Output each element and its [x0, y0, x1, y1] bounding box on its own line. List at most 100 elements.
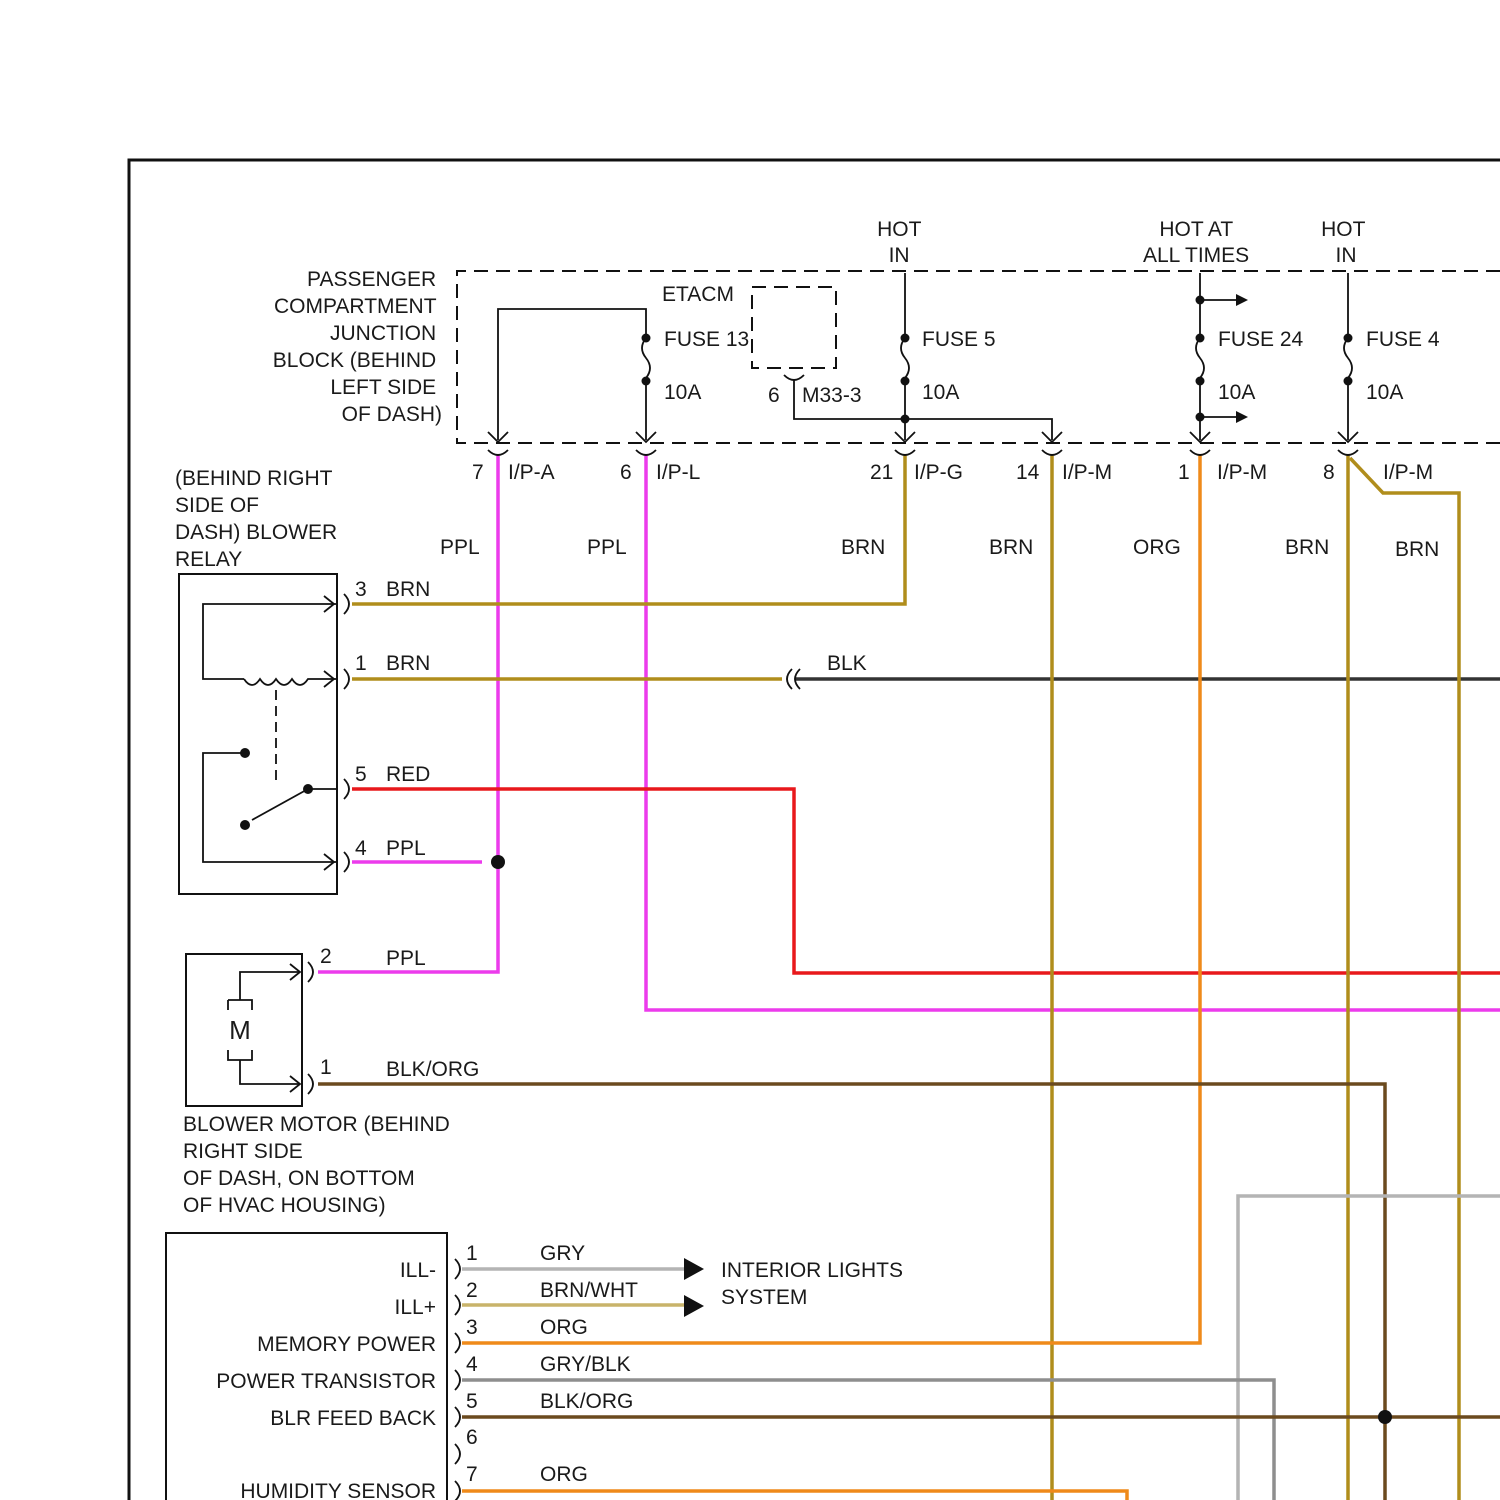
jb-label-2: COMPARTMENT — [274, 295, 437, 318]
ground-wire-label: BLK — [827, 652, 867, 675]
module-pin-5-name: BLR FEED BACK — [270, 1407, 436, 1430]
wire-label-brn-3: BRN — [1285, 536, 1329, 559]
wire-label-brn-2: BRN — [989, 536, 1033, 559]
motor-pin-1: 1 — [320, 1056, 332, 1079]
module-pin-4: 4 — [466, 1353, 478, 1376]
hot-in-1-b: IN — [889, 244, 910, 267]
module-pin-2: 2 — [466, 1279, 478, 1302]
fuse-4-element — [1344, 338, 1352, 378]
fuse-5-element — [901, 338, 909, 378]
wire-red-relay-5 — [352, 789, 1500, 973]
conn-ipm8-name: I/P-M — [1383, 461, 1433, 484]
wire-blkorg-motor-1 — [318, 1084, 1385, 1500]
motor-pin-2: 2 — [320, 945, 332, 968]
fuse-5-name: FUSE 5 — [922, 328, 996, 351]
module-pin-7-name: HUMIDITY SENSOR — [240, 1480, 436, 1500]
module-pin-connectors — [455, 1259, 460, 1500]
module-pin-3-wire: ORG — [540, 1316, 588, 1339]
relay-label-3: DASH) BLOWER — [175, 521, 337, 544]
module-pin-4-name: POWER TRANSISTOR — [216, 1370, 436, 1393]
svg-text:BLOWER MOTOR (BEHIND RIGHT: BLOWER MOTOR (BEHIND RIGHT SIDE OF DASH,… — [183, 1113, 456, 1217]
hot-in-1-a: HOT — [877, 218, 922, 241]
svg-text:(BEHIND RIGHT SIDE OF: (BEHIND RIGHT SIDE OF DASH) BLOWER RELAY — [175, 467, 343, 571]
arrow-ill-minus — [684, 1258, 704, 1280]
conn-ipl-name: I/P-L — [656, 461, 700, 484]
module-pin-4-wire: GRY/BLK — [540, 1353, 631, 1376]
relay-pin-connectors — [344, 594, 349, 872]
conn-ipm14-name: I/P-M — [1062, 461, 1112, 484]
fuse-24-name: FUSE 24 — [1218, 328, 1304, 351]
jb-internal-ipa — [498, 309, 646, 440]
svg-text:PASSENGER COMPARTMENT: PASSENGER COMPARTMENT JUNCTION BLOCK (BE… — [273, 268, 442, 426]
jb-label-5: LEFT SIDE — [330, 376, 436, 399]
splice-ppl — [491, 855, 505, 869]
wire-label-ppl-2: PPL — [587, 536, 627, 559]
motor-label-2: RIGHT SIDE — [183, 1140, 303, 1163]
jb-label-6: OF DASH) — [342, 403, 442, 426]
jb-label-4: BLOCK (BEHIND — [273, 349, 436, 372]
hot-all-a: HOT AT — [1159, 218, 1233, 241]
etacm-box — [752, 287, 836, 368]
m33-pin: 6 — [768, 384, 780, 407]
interior-lights-label-2: SYSTEM — [721, 1286, 807, 1309]
module-pin-5: 5 — [466, 1390, 478, 1413]
conn-ipm1-name: I/P-M — [1217, 461, 1267, 484]
relay-pin-4-wire: PPL — [386, 837, 426, 860]
relay-label-1: (BEHIND RIGHT — [175, 467, 333, 490]
fuse-13-rating: 10A — [664, 381, 701, 404]
arrow-fuse24-top — [1236, 294, 1248, 306]
junction-block-outline — [457, 271, 1500, 443]
svg-text:HOT IN HOT AT ALL: HOT IN HOT AT ALL TIMES HOT IN — [877, 218, 1371, 267]
conn-ipa-pin: 7 — [472, 461, 484, 484]
conn-ipm1-pin: 1 — [1178, 461, 1190, 484]
wire-ppl-ipl — [646, 455, 1500, 1010]
relay-pin-4: 4 — [355, 837, 367, 860]
module-pin-6: 6 — [466, 1426, 478, 1449]
fuse-24-element — [1196, 338, 1204, 378]
module-pin-5-wire: BLK/ORG — [540, 1390, 633, 1413]
fuse-13-element — [642, 338, 650, 378]
conn-ipm14-pin: 14 — [1016, 461, 1040, 484]
relay-pin-1: 1 — [355, 652, 367, 675]
m33-label: M33-3 — [802, 384, 862, 407]
relay-internals — [203, 596, 336, 870]
svg-text:INTERIOR LIGHTS SYSTEM: INTERIOR LIGHTS SYSTEM — [721, 1259, 909, 1309]
fuse-4-rating: 10A — [1366, 381, 1403, 404]
motor-symbol: M — [229, 1015, 251, 1045]
motor-label-3: OF DASH, ON BOTTOM — [183, 1167, 415, 1190]
module-pin-2-wire: BRN/WHT — [540, 1279, 638, 1302]
fuse-5-rating: 10A — [922, 381, 959, 404]
module-pin-2-name: ILL+ — [395, 1296, 436, 1319]
module-pin-3: 3 — [466, 1316, 478, 1339]
relay-pin-5: 5 — [355, 763, 367, 786]
relay-pin-5-wire: RED — [386, 763, 430, 786]
hot-in-2-a: HOT — [1321, 218, 1366, 241]
wire-ppl-ipa — [318, 455, 498, 972]
splice-blkorg — [1378, 1410, 1392, 1424]
motor-pin-1-wire: BLK/ORG — [386, 1058, 479, 1081]
module-pin-7-wire: ORG — [540, 1463, 588, 1486]
wire-brn-ipm-8b — [1350, 458, 1459, 1500]
module-pin-1-name: ILL- — [400, 1259, 436, 1282]
motor-label-4: OF HVAC HOUSING) — [183, 1194, 386, 1217]
wire-label-ppl-1: PPL — [440, 536, 480, 559]
conn-ipg-name: I/P-G — [914, 461, 963, 484]
wire-org-ipm-1 — [462, 455, 1200, 1343]
fuse-4-name: FUSE 4 — [1366, 328, 1440, 351]
wire-org-humidity — [462, 1491, 1127, 1500]
module-pin-1: 1 — [466, 1242, 478, 1265]
relay-pin-3: 3 — [355, 578, 367, 601]
conn-ipa-name: I/P-A — [508, 461, 555, 484]
module-pin-1-wire: GRY — [540, 1242, 585, 1265]
hot-in-2-b: IN — [1336, 244, 1357, 267]
jb-label-3: JUNCTION — [330, 322, 436, 345]
relay-pin-1-wire: BRN — [386, 652, 430, 675]
motor-pin-2-wire: PPL — [386, 947, 426, 970]
conn-ipg-pin: 21 — [870, 461, 893, 484]
hot-all-b: ALL TIMES — [1143, 244, 1249, 267]
wire-label-org: ORG — [1133, 536, 1181, 559]
motor-label-1: BLOWER MOTOR (BEHIND — [183, 1113, 450, 1136]
fuse-13-name: FUSE 13 — [664, 328, 749, 351]
relay-pin-3-wire: BRN — [386, 578, 430, 601]
